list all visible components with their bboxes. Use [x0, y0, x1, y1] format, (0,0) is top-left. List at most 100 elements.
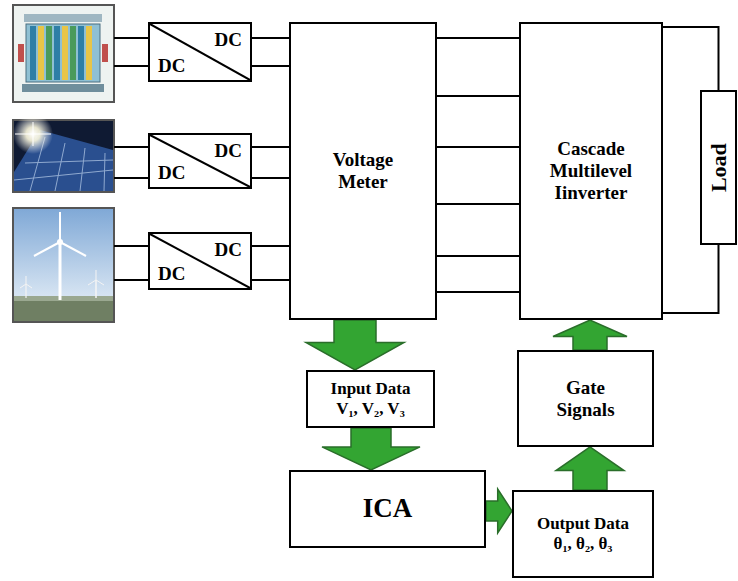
wire-line — [437, 37, 519, 39]
solar-panel-picture-part — [13, 114, 53, 154]
source-wires-part — [114, 177, 148, 179]
converter-diagonal-line — [150, 24, 250, 80]
wind-turbine-picture-part — [13, 208, 114, 322]
algorithm-box: ICA — [289, 470, 486, 548]
solar-panel-picture-part — [104, 153, 105, 191]
source-wires-part — [114, 245, 148, 247]
fuel-cell-picture-part — [38, 26, 44, 80]
flow-arrow-shape — [322, 428, 420, 470]
node-label: Cascade Multilevel Iinverter — [531, 138, 651, 204]
node-label: Input Data — [331, 379, 411, 399]
fuel-cell-picture-part — [18, 44, 24, 62]
wind-turbine-picture-part — [14, 300, 113, 321]
node-label: Load — [706, 143, 731, 192]
data-box: Output Dataθ₁, θ₂, θ₃ — [512, 490, 654, 578]
flow-arrow — [306, 320, 404, 370]
wind-turbine-picture — [13, 208, 114, 322]
flow-arrow-shape — [553, 320, 627, 350]
wire — [252, 178, 289, 179]
wire-line — [252, 177, 289, 179]
fuel-cell-picture-part — [22, 84, 104, 92]
wire-line — [252, 245, 289, 247]
flow-arrow — [553, 320, 627, 350]
wire — [252, 38, 289, 39]
converter-diagonal-line — [150, 234, 250, 288]
source-wires-part — [114, 65, 148, 67]
node-label: DC — [215, 140, 242, 162]
wire — [437, 96, 519, 97]
wind-turbine-picture-part — [59, 242, 62, 300]
flow-arrow — [556, 447, 624, 490]
wire-line — [437, 95, 519, 97]
wire-line — [663, 245, 719, 313]
node-label: Voltage Meter — [313, 149, 413, 193]
load-box: Load — [700, 90, 737, 245]
fuel-cell-picture-part — [54, 26, 60, 80]
wind-turbine-picture-part — [60, 242, 86, 256]
wind-turbine-picture-part — [20, 284, 26, 288]
converter-box: DC DC — [148, 232, 252, 290]
source-wires — [114, 38, 148, 280]
fuel-cell-picture-part — [102, 44, 108, 62]
wire-line — [252, 146, 289, 148]
converter-box: DC DC — [148, 133, 252, 189]
wire — [252, 246, 289, 247]
flow-arrow — [322, 428, 420, 470]
source-wires-part — [114, 37, 148, 39]
wind-turbine-picture-part — [57, 239, 63, 245]
node-label: DC — [215, 239, 242, 261]
node-label: DC — [215, 29, 242, 51]
wire — [437, 38, 519, 39]
wind-turbine-picture-part — [59, 212, 61, 242]
wire-line — [252, 65, 289, 67]
solar-panel-picture-part — [14, 170, 113, 180]
wind-turbine-picture-part — [95, 280, 97, 298]
fuel-cell-picture-part — [24, 14, 102, 22]
fuel-cell-picture-part — [62, 26, 68, 80]
converter-diagonal-line — [150, 135, 250, 187]
node-label: DC — [158, 55, 185, 77]
signal-box: Gate Signals — [517, 350, 654, 447]
wire — [437, 292, 519, 293]
node-label: DC — [158, 162, 185, 184]
wind-turbine-picture-part — [26, 276, 27, 284]
solar-panel-picture-part — [55, 143, 65, 191]
meter-box: Voltage Meter — [289, 22, 437, 320]
solar-panel-picture-part — [80, 148, 85, 191]
wire-line — [437, 203, 519, 205]
fuel-cell-picture-part — [13, 5, 114, 102]
flow-arrow-shape — [556, 447, 624, 490]
node-label: DC — [158, 263, 185, 285]
source-wires-part — [114, 279, 148, 281]
solar-panel-picture — [13, 114, 114, 192]
wind-turbine-picture-part — [96, 280, 104, 285]
fuel-cell-picture-part — [70, 26, 76, 80]
wire — [663, 27, 719, 90]
wire-line — [252, 279, 289, 281]
wind-turbine-picture-part — [34, 242, 60, 256]
fuel-cell-picture — [13, 5, 114, 102]
fuel-cell-picture-part — [30, 26, 36, 80]
inverter-box: Cascade Multilevel Iinverter — [519, 22, 663, 320]
source-wires-part — [114, 146, 148, 148]
node-label: Gate Signals — [547, 377, 624, 421]
wire-line — [437, 255, 519, 257]
wire-line — [663, 27, 719, 90]
flow-arrow — [486, 489, 512, 533]
wire-line — [437, 146, 519, 148]
wire — [437, 204, 519, 205]
wire-line — [252, 37, 289, 39]
node-label: ICA — [363, 493, 413, 524]
wind-turbine-picture-part — [26, 284, 32, 288]
node-label: V₁, V₂, V₃ — [336, 399, 405, 419]
node-label: θ₁, θ₂, θ₃ — [554, 534, 613, 554]
wind-turbine-picture-part — [88, 280, 96, 285]
converter-box: DC DC — [148, 22, 252, 82]
flow-arrow-shape — [306, 320, 404, 370]
wire — [437, 147, 519, 148]
flow-arrow-shape — [486, 489, 512, 533]
fuel-cell-picture-part — [86, 26, 92, 80]
wire — [252, 147, 289, 148]
